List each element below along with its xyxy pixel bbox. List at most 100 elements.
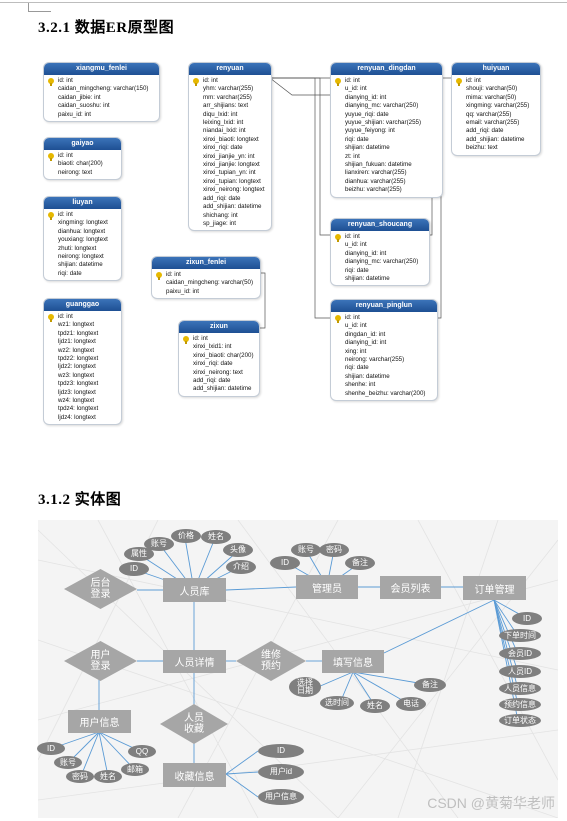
table-field: u_id: int — [335, 241, 425, 249]
table-field: id: int — [335, 314, 433, 323]
relation-yonghu-denglu: 用户 登录 — [64, 641, 137, 681]
field-text: id: int — [58, 152, 73, 159]
field-text: xinxi_neirong: text — [193, 368, 243, 376]
field-text: add_riqi: date — [466, 127, 504, 135]
field-text: zhuti: longtext — [58, 244, 97, 252]
table-header: guanggao — [44, 299, 121, 311]
relation-houtai-denglu: 后台 登录 — [64, 569, 137, 609]
entity-huiyuan-liebiao: 会员列表 — [380, 576, 441, 599]
field-text: ljdz2: longtext — [58, 363, 96, 371]
primary-key-icon — [335, 315, 341, 323]
table-field: shijian: datetime — [48, 261, 117, 269]
field-text: add_shijian: datetime — [203, 203, 262, 211]
table-field: id: int — [48, 77, 155, 86]
table-field: leixing_lxid: int — [193, 119, 267, 127]
primary-key-icon — [48, 212, 54, 220]
table-field: neirong: longtext — [48, 253, 117, 261]
attr-tianxie-xingming: 姓名 — [360, 699, 390, 713]
table-field: mm: varchar(255) — [193, 94, 267, 102]
attr-renyuanku-jiage: 价格 — [171, 529, 201, 543]
table-field: qq: varchar(255) — [456, 111, 536, 119]
table-field: beizhu: varchar(255) — [335, 186, 438, 194]
field-text: id: int — [345, 77, 360, 84]
field-text: id: int — [166, 271, 181, 278]
primary-key-icon — [48, 78, 54, 86]
table-field: dingdan_id: int — [335, 331, 433, 339]
table-field: dianying_id: int — [335, 250, 425, 258]
table-field: xinxi_lxid1: int — [183, 343, 255, 351]
primary-key-icon — [183, 336, 189, 344]
attr-renyuanku-touxiang: 头像 — [223, 543, 253, 557]
table-field: caidan_mingcheng: varchar(50) — [156, 279, 256, 287]
attr-yonghu-id: ID — [37, 742, 65, 755]
field-text: beizhu: varchar(255) — [345, 186, 402, 194]
field-text: mm: varchar(255) — [203, 93, 252, 101]
attr-yonghu-zhanghao: 账号 — [54, 756, 82, 769]
field-text: add_riqi: date — [203, 194, 241, 202]
field-text: xinxi_tupian_yn: int — [203, 169, 256, 177]
relation-renyuan-shoucang: 人员 收藏 — [160, 704, 228, 744]
attr-renyuanku-xingming: 姓名 — [201, 530, 231, 544]
table-field: ljdz1: longtext — [48, 338, 117, 346]
table-field: niandai_lxid: int — [193, 127, 267, 135]
table-field: riqi: date — [335, 136, 438, 144]
field-text: shouji: varchar(50) — [466, 85, 518, 93]
field-text: neirong: longtext — [58, 253, 104, 261]
attr-dingdan-id: ID — [512, 612, 542, 625]
field-text: yhm: varchar(255) — [203, 85, 254, 93]
field-text: id: int — [193, 335, 208, 342]
table-field: xinxi_riqi: date — [183, 360, 255, 368]
primary-key-icon — [193, 78, 199, 86]
table-field: xingming: longtext — [48, 219, 117, 227]
field-text: id: int — [466, 77, 481, 84]
table-field: dianhua: longtext — [48, 228, 117, 236]
field-text: riqi: date — [345, 135, 369, 143]
attr-shoucang-yonghu-id: 用户id — [258, 764, 304, 780]
table-field: id: int — [48, 152, 117, 161]
field-text: dianying_mc: varchar(250) — [345, 258, 419, 266]
field-text: paixu_id: int — [166, 287, 200, 295]
field-text: mima: varchar(50) — [466, 93, 517, 101]
primary-key-icon — [48, 153, 54, 161]
field-text: xinxi_lxid1: int — [193, 343, 232, 351]
table-field: dianying_id: int — [335, 94, 438, 102]
table-field: add_riqi: date — [456, 127, 536, 135]
table-field: xinxi_tupian_yn: int — [193, 169, 267, 177]
table-field: shijian: datetime — [335, 373, 433, 381]
field-text: xinxi_biaoti: longtext — [203, 135, 259, 143]
table-field: id: int — [48, 211, 117, 220]
table-field: zt: int — [335, 153, 438, 161]
field-text: xinxi_jianjie_yn: int — [203, 152, 255, 160]
entity-guanliyuan: 管理员 — [296, 575, 358, 599]
table-field: xinxi_jianjie: longtext — [193, 161, 267, 169]
attr-dingdan-renyuan-id: 人员ID — [499, 665, 541, 678]
field-text: shenhe_beizhu: varchar(200) — [345, 389, 426, 397]
attr-tianxie-beizhu: 备注 — [414, 678, 446, 692]
field-text: add_riqi: date — [193, 377, 231, 385]
table-field: tpdz3: longtext — [48, 380, 117, 388]
page-top-rule — [0, 2, 567, 3]
attr-dingdan-renyuan-xinxi: 人员信息 — [499, 682, 541, 695]
table-field: caidan_mingcheng: varchar(150) — [48, 85, 155, 93]
table-field: ljdz4: longtext — [48, 414, 117, 422]
table-field: riqi: date — [335, 364, 433, 372]
field-text: beizhu: text — [466, 144, 498, 152]
table-field: youxiang: longtext — [48, 236, 117, 244]
table-field: add_riqi: date — [193, 195, 267, 203]
attr-guanliyuan-id: ID — [270, 556, 300, 570]
table-field: riqi: date — [335, 267, 425, 275]
field-text: xinxi_riqi: date — [193, 360, 233, 368]
attr-guanliyuan-beizhu: 备注 — [345, 556, 375, 570]
field-text: riqi: date — [58, 269, 82, 277]
table-field: id: int — [156, 271, 256, 280]
table-field: wz4: longtext — [48, 397, 117, 405]
relation-weixiu-yuyue: 维修 预约 — [236, 641, 306, 681]
table-field: caidan_jibie: int — [48, 94, 155, 102]
